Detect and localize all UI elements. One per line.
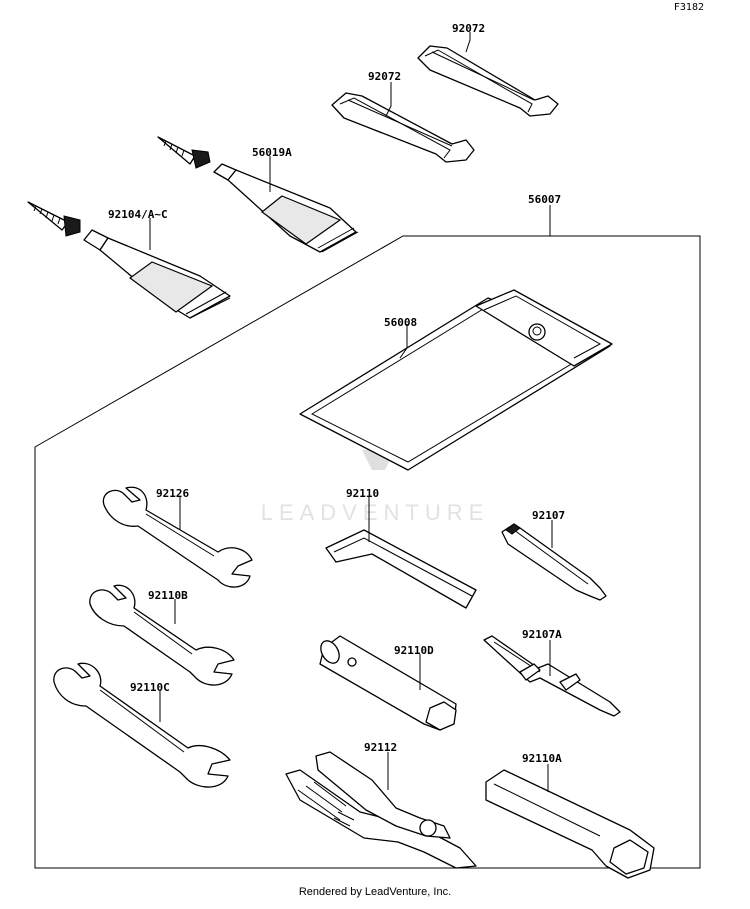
label-box-wrench[interactable]: 92110A — [522, 752, 562, 765]
watermark-text: LEADVENTURE — [261, 500, 490, 525]
label-strap-1[interactable]: 92072 — [452, 22, 485, 35]
label-screwdriver-bit[interactable]: 92107A — [522, 628, 562, 641]
label-wrench-1[interactable]: 92126 — [156, 487, 189, 500]
label-tube-large[interactable]: 92104/A~C — [108, 208, 168, 221]
label-tool-kit[interactable]: 56007 — [528, 193, 561, 206]
label-plug-wrench[interactable]: 92110D — [394, 644, 434, 657]
label-tube-small[interactable]: 56019A — [252, 146, 292, 159]
tube-small-drawing[interactable] — [157, 136, 359, 253]
label-strap-2[interactable]: 92072 — [368, 70, 401, 83]
tool-kit-outline — [34, 235, 701, 869]
leader-lines — [149, 32, 553, 792]
strap-1-drawing[interactable] — [417, 45, 559, 117]
hex-key-drawing[interactable] — [325, 529, 477, 609]
box-wrench-drawing[interactable] — [485, 769, 655, 879]
part-labels: 92072 92072 56019A 92104/A~C 56007 56008… — [108, 22, 565, 765]
diagram-id: F3182 — [673, 2, 704, 13]
wrench-2-drawing[interactable] — [89, 584, 235, 686]
label-tool-bag[interactable]: 56008 — [384, 316, 417, 329]
screwdriver-handle-drawing[interactable] — [501, 523, 607, 601]
tool-bag-drawing[interactable] — [299, 289, 613, 471]
label-screwdriver-handle[interactable]: 92107 — [532, 509, 565, 522]
wrench-3-drawing[interactable] — [53, 662, 231, 788]
label-pliers[interactable]: 92112 — [364, 741, 397, 754]
tube-large-drawing[interactable] — [27, 201, 231, 319]
strap-2-drawing[interactable] — [331, 92, 475, 163]
screwdriver-bit-drawing[interactable] — [483, 635, 621, 717]
plug-wrench-drawing[interactable] — [317, 635, 457, 731]
pliers-drawing[interactable] — [285, 751, 477, 869]
label-hex-key[interactable]: 92110 — [346, 487, 379, 500]
footer-credit: Rendered by LeadVenture, Inc. — [298, 886, 452, 898]
label-wrench-2[interactable]: 92110B — [148, 589, 188, 602]
wrench-1-drawing[interactable] — [102, 486, 253, 588]
label-wrench-3[interactable]: 92110C — [130, 681, 170, 694]
